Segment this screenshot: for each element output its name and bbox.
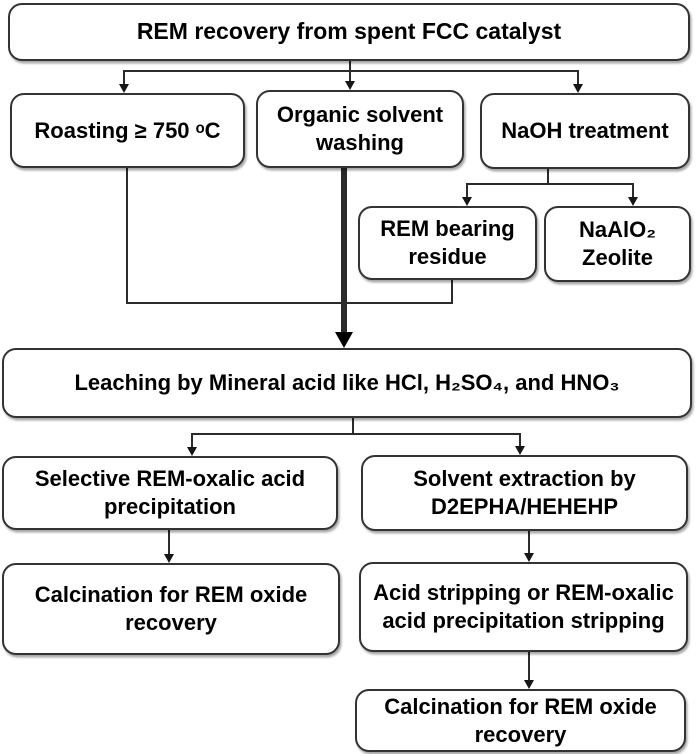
arrowhead-to-roasting — [119, 84, 129, 93]
connector-branch2-left — [466, 183, 468, 198]
node-title: REM recovery from spent FCC catalyst — [8, 3, 690, 61]
arrowhead-to-calcination-right — [524, 680, 534, 689]
connector-branch2-horizontal — [466, 183, 634, 185]
arrowhead-to-leaching — [335, 332, 353, 348]
node-organic-solvent-washing: Organic solvent washing — [256, 90, 464, 168]
connector-stripping-down — [528, 651, 530, 681]
node-roasting: Roasting ≥ 750 ᵒC — [10, 93, 245, 168]
connector-branch2-right — [632, 183, 634, 198]
arrowhead-to-rem-residue — [462, 197, 472, 206]
node-selective-precipitation: Selective REM-oxalic acid precipitation — [2, 456, 338, 530]
arrowhead-to-naoh — [573, 84, 583, 93]
node-naoh-treatment: NaOH treatment — [480, 93, 690, 169]
connector-residue-down — [451, 279, 453, 304]
connector-thick-main — [341, 167, 347, 333]
connector-branch3-right — [519, 433, 521, 447]
arrowhead-to-naalo2 — [628, 197, 638, 206]
connector-leaching-stub — [352, 417, 354, 435]
connector-title-stub — [349, 61, 351, 71]
connector-selective-down — [168, 530, 170, 555]
connector-branch3-horizontal — [191, 433, 521, 435]
arrowhead-to-organic-washing — [345, 81, 355, 90]
connector-merge-horizontal — [126, 302, 453, 304]
node-acid-stripping: Acid stripping or REM-oxalic acid precip… — [359, 562, 688, 652]
node-calcination-right: Calcination for REM oxide recovery — [355, 689, 686, 752]
connector-naoh-stub — [547, 168, 549, 184]
arrowhead-to-calcination-left — [164, 554, 174, 563]
node-leaching: Leaching by Mineral acid like HCl, H₂SO₄… — [2, 348, 692, 418]
node-calcination-left: Calcination for REM oxide recovery — [2, 563, 340, 655]
connector-branch1-right — [577, 70, 579, 85]
connector-branch1-middle — [349, 70, 351, 82]
connector-roasting-down — [126, 167, 128, 304]
connector-branch1-horizontal — [123, 70, 579, 72]
arrowhead-to-acid-stripping — [524, 553, 534, 562]
node-rem-bearing-residue: REM bearing residue — [358, 206, 537, 280]
connector-branch1-left — [123, 70, 125, 85]
connector-branch3-left — [191, 433, 193, 448]
arrowhead-to-selective — [187, 447, 197, 456]
arrowhead-to-solvent-extraction — [515, 446, 525, 455]
connector-solvent-down — [528, 530, 530, 554]
node-solvent-extraction: Solvent extraction by D2EPHA/HEHEHP — [361, 455, 688, 531]
node-naalo2-zeolite: NaAlO₂ Zeolite — [544, 206, 691, 282]
